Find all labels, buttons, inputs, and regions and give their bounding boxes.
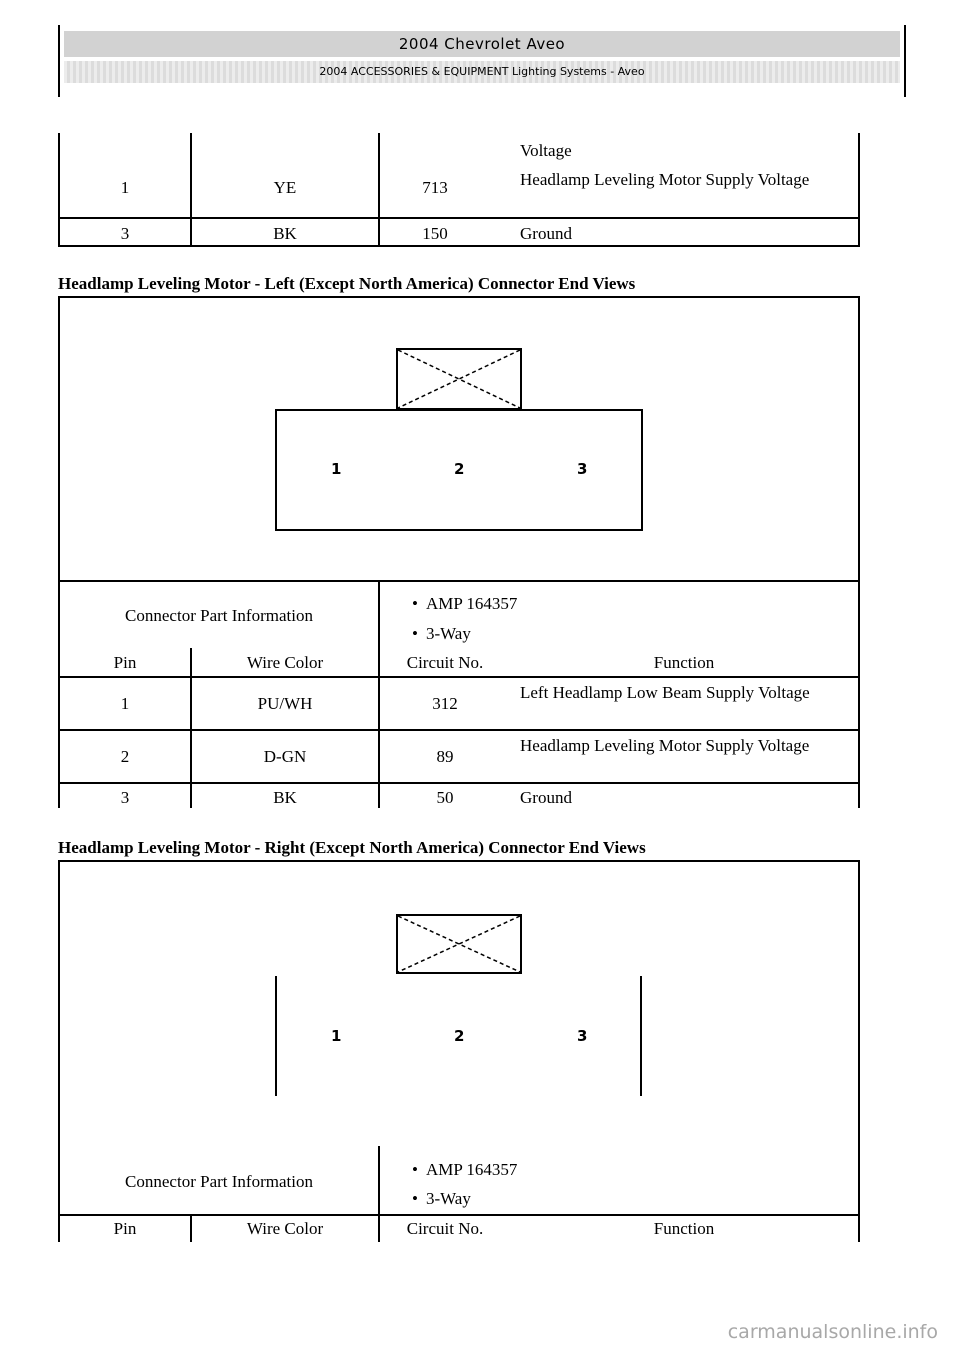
left-row-circuit: 312	[432, 694, 458, 713]
section-title-right: Headlamp Leveling Motor - Right (Except …	[58, 838, 646, 857]
left-col-function: Function	[653, 653, 715, 672]
right-connector-pin-label: 3	[577, 1027, 588, 1045]
top-row-function: Ground	[520, 224, 572, 243]
left-col-circuit: Circuit No.	[406, 653, 484, 672]
header-subtitle: 2004 ACCESSORIES & EQUIPMENT Lighting Sy…	[64, 61, 900, 83]
header-border-right	[904, 25, 906, 97]
right-part-way: 3-Way	[412, 1189, 471, 1209]
left-row-pin: 3	[120, 788, 130, 807]
left-row-wire-color: BK	[273, 788, 297, 807]
top-row-wire-color: YE	[273, 178, 297, 197]
right-col-wire-color: Wire Color	[246, 1219, 324, 1238]
left-connector-pin-label: 3	[577, 460, 588, 478]
left-col-pin: Pin	[113, 653, 137, 672]
right-connector-latch	[396, 914, 522, 974]
left-row-function: Headlamp Leveling Motor Supply Voltage	[520, 736, 810, 755]
left-row-pin: 1	[120, 694, 130, 713]
right-part-info-label: Connector Part Information	[125, 1172, 313, 1191]
left-row-circuit: 50	[436, 788, 454, 807]
right-col-circuit: Circuit No.	[406, 1219, 484, 1238]
left-connector-pin-label: 2	[454, 460, 465, 478]
header-title: 2004 Chevrolet Aveo	[64, 31, 900, 57]
left-row-pin: 2	[120, 747, 130, 766]
top-row-circuit: 713	[422, 178, 448, 197]
watermark-text: carmanualsonline.info	[727, 1321, 938, 1343]
top-row-circuit: 150	[422, 224, 448, 243]
left-connector-body	[275, 409, 643, 531]
right-col-function: Function	[653, 1219, 715, 1238]
right-connector-pin-label: 2	[454, 1027, 465, 1045]
left-part-way: 3-Way	[412, 624, 471, 644]
left-connector-pin-label: 1	[331, 460, 342, 478]
header-border-left	[58, 25, 60, 97]
left-row-wire-color: PU/WH	[257, 694, 313, 713]
top-row-function: Headlamp Leveling Motor Supply Voltage	[520, 170, 810, 189]
left-row-function: Left Headlamp Low Beam Supply Voltage	[520, 683, 810, 702]
left-connector-latch	[396, 348, 522, 410]
right-connector-pin-label: 1	[331, 1027, 342, 1045]
top-row-function: Voltage	[520, 141, 572, 160]
document-header: 2004 Chevrolet Aveo 2004 ACCESSORIES & E…	[58, 25, 906, 97]
right-col-pin: Pin	[113, 1219, 137, 1238]
left-part-number: AMP 164357	[412, 594, 517, 614]
left-row-wire-color: D-GN	[263, 747, 307, 766]
right-part-number: AMP 164357	[412, 1160, 517, 1180]
section-title-left: Headlamp Leveling Motor - Left (Except N…	[58, 274, 636, 293]
top-row-pin: 3	[120, 224, 130, 243]
top-row-wire-color: BK	[273, 224, 297, 243]
left-row-function: Ground	[520, 788, 572, 807]
left-row-circuit: 89	[436, 747, 454, 766]
right-connector-body-right	[640, 976, 642, 1096]
right-connector-body-left	[275, 976, 277, 1096]
left-part-info-label: Connector Part Information	[125, 606, 313, 625]
top-row-pin: 1	[120, 178, 130, 197]
left-col-wire-color: Wire Color	[246, 653, 324, 672]
